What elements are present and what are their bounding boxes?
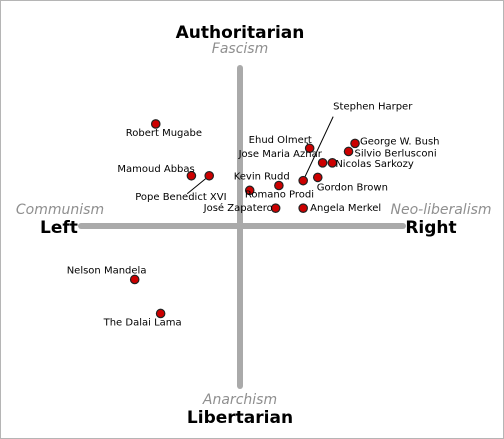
point-label-the-dalai-lama: The Dalai Lama [103,317,182,328]
point-jose-maria-aznar [317,158,328,168]
point-nelson-mandela [129,274,140,285]
point-jose-zapatero [270,203,281,213]
point-label-george-w-bush: George W. Bush [360,136,439,147]
point-nicolas-sarkozy [327,158,338,168]
point-label-jose-zapatero: José Zapatero [203,202,273,214]
point-george-w-bush [350,138,360,149]
point-label-nicolas-sarkozy: Nicolas Sarkozy [335,159,414,170]
axis-label-left: Left [40,218,78,238]
point-label-gordon-brown: Gordon Brown [317,182,388,193]
axis-subtitle-right: Neo-liberalism [390,202,491,218]
leader-line-stephen-harper [302,116,334,181]
point-stephen-harper [298,175,308,186]
point-label-romano-prodi: Romano Prodi [245,190,314,201]
point-label-mamoud-abbas: Mamoud Abbas [117,164,194,175]
axis-title-bottom: Libertarian [187,408,293,428]
point-mamoud-abbas [186,170,197,181]
point-label-ehud-olmert: Ehud Olmert [249,135,312,146]
axis-subtitle-left: Communism [16,202,104,218]
point-kevin-rudd [244,185,255,196]
point-label-angela-merkel: Angela Merkel [310,203,381,214]
point-romano-prodi [274,180,284,191]
point-the-dalai-lama [155,308,166,319]
point-ehud-olmert [304,143,315,154]
point-robert-mugabe [150,119,161,129]
axis-title-top: Authoritarian [176,23,305,43]
point-label-silvio-berlusconi: Silvio Berlusconi [355,148,437,159]
axis-subtitle-bottom: Anarchism [202,392,277,408]
point-label-pope-benedict-xvi: Pope Benedict XVI [135,192,226,203]
point-label-robert-mugabe: Robert Mugabe [126,128,202,139]
point-pope-benedict-xvi [204,170,215,181]
axis-subtitle-top: Fascism [212,41,268,57]
point-label-nelson-mandela: Nelson Mandela [67,265,147,276]
point-label-kevin-rudd: Kevin Rudd [234,171,290,182]
point-silvio-berlusconi [343,146,354,157]
point-label-jose-maria-aznar: Jose Maria Aznar [238,149,323,160]
point-gordon-brown [312,172,323,183]
point-label-stephen-harper: Stephen Harper [333,102,413,113]
point-angela-merkel [298,203,308,213]
axis-label-right: Right [405,218,456,238]
